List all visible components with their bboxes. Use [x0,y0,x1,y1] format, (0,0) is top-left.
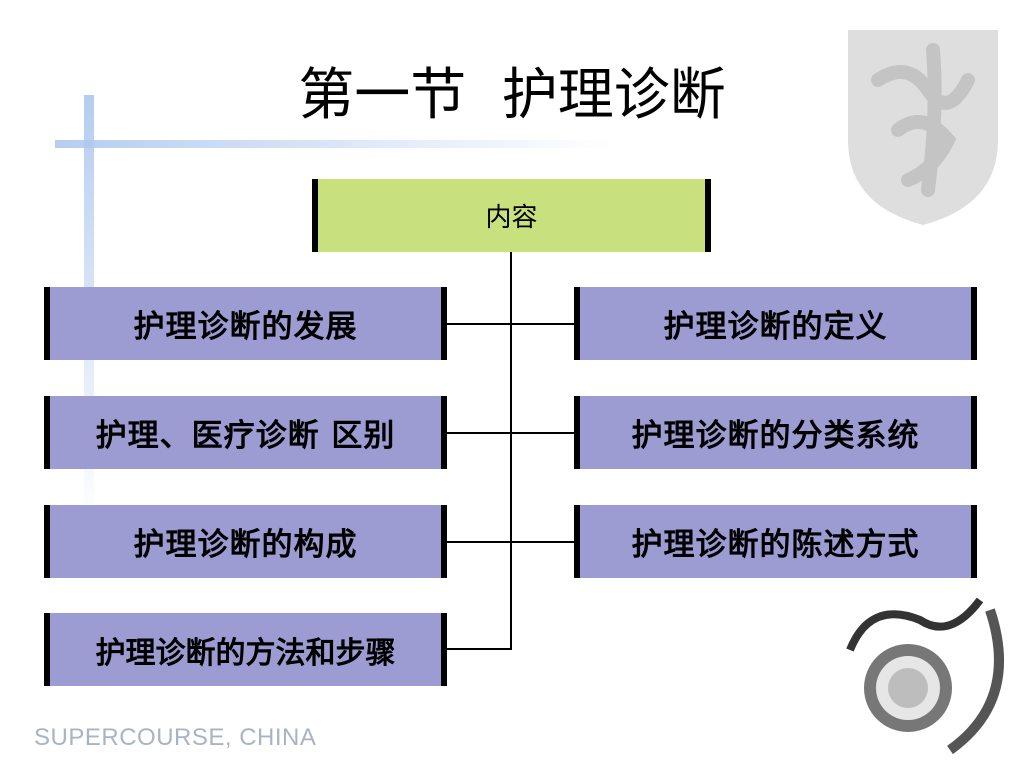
left-node-4: 护理诊断的方法和步骤 [44,613,447,686]
page-title: 第一节 护理诊断 [298,63,726,128]
connector-row-4 [446,648,512,650]
root-node-label: 内容 [485,203,538,233]
left-node-2-label: 护理、医疗诊断 区别 [95,418,396,454]
calligraphy-logo [848,30,998,225]
connector-row-3 [446,541,576,543]
trunk-line [510,252,512,650]
footer-text: SUPERCOURSE, CHINA [34,724,317,751]
left-node-4-label: 护理诊断的方法和步骤 [95,635,396,671]
left-node-3-label: 护理诊断的构成 [133,527,358,563]
right-node-1: 护理诊断的定义 [574,287,977,360]
root-node: 内容 [312,179,711,252]
connector-row-1 [446,323,576,325]
stethoscope-image [846,597,1004,755]
right-node-2: 护理诊断的分类系统 [574,396,977,469]
decor-horizontal-bar [55,140,615,148]
left-node-1-label: 护理诊断的发展 [133,309,358,345]
right-node-3-label: 护理诊断的陈述方式 [631,527,920,563]
left-node-1: 护理诊断的发展 [44,287,447,360]
right-node-1-label: 护理诊断的定义 [663,309,888,345]
right-node-3: 护理诊断的陈述方式 [574,505,977,578]
right-node-2-label: 护理诊断的分类系统 [631,418,920,454]
left-node-3: 护理诊断的构成 [44,505,447,578]
left-node-2: 护理、医疗诊断 区别 [44,396,447,469]
connector-row-2 [446,432,576,434]
